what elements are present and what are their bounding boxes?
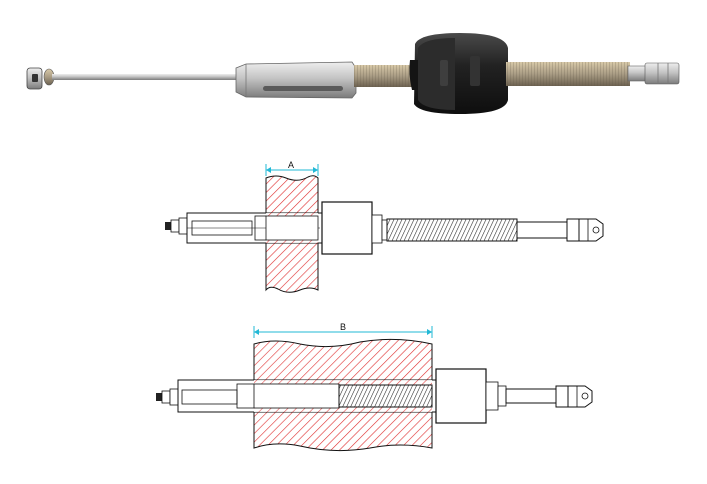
thread-a (386, 218, 518, 242)
dimension-b: B (253, 322, 433, 338)
hex-end-b (555, 385, 593, 408)
thin-rod (52, 74, 238, 80)
nut-b (435, 368, 487, 424)
rubber-nut (409, 33, 508, 114)
expansion-sleeve (235, 61, 357, 99)
stud-b (156, 388, 179, 406)
thread-b (338, 384, 433, 408)
diagram-a: A (165, 160, 604, 293)
tool-photo (26, 33, 680, 114)
diagram-b: B (156, 322, 593, 452)
nut-a (321, 201, 373, 255)
bolt-head-icon (26, 67, 55, 90)
stud-a (165, 217, 188, 235)
hex-end-a (566, 218, 604, 242)
dimension-a: A (265, 160, 319, 176)
dimension-b-label: B (340, 322, 346, 332)
dimension-a-label: A (288, 160, 294, 170)
hex-drive-icon (627, 62, 680, 85)
